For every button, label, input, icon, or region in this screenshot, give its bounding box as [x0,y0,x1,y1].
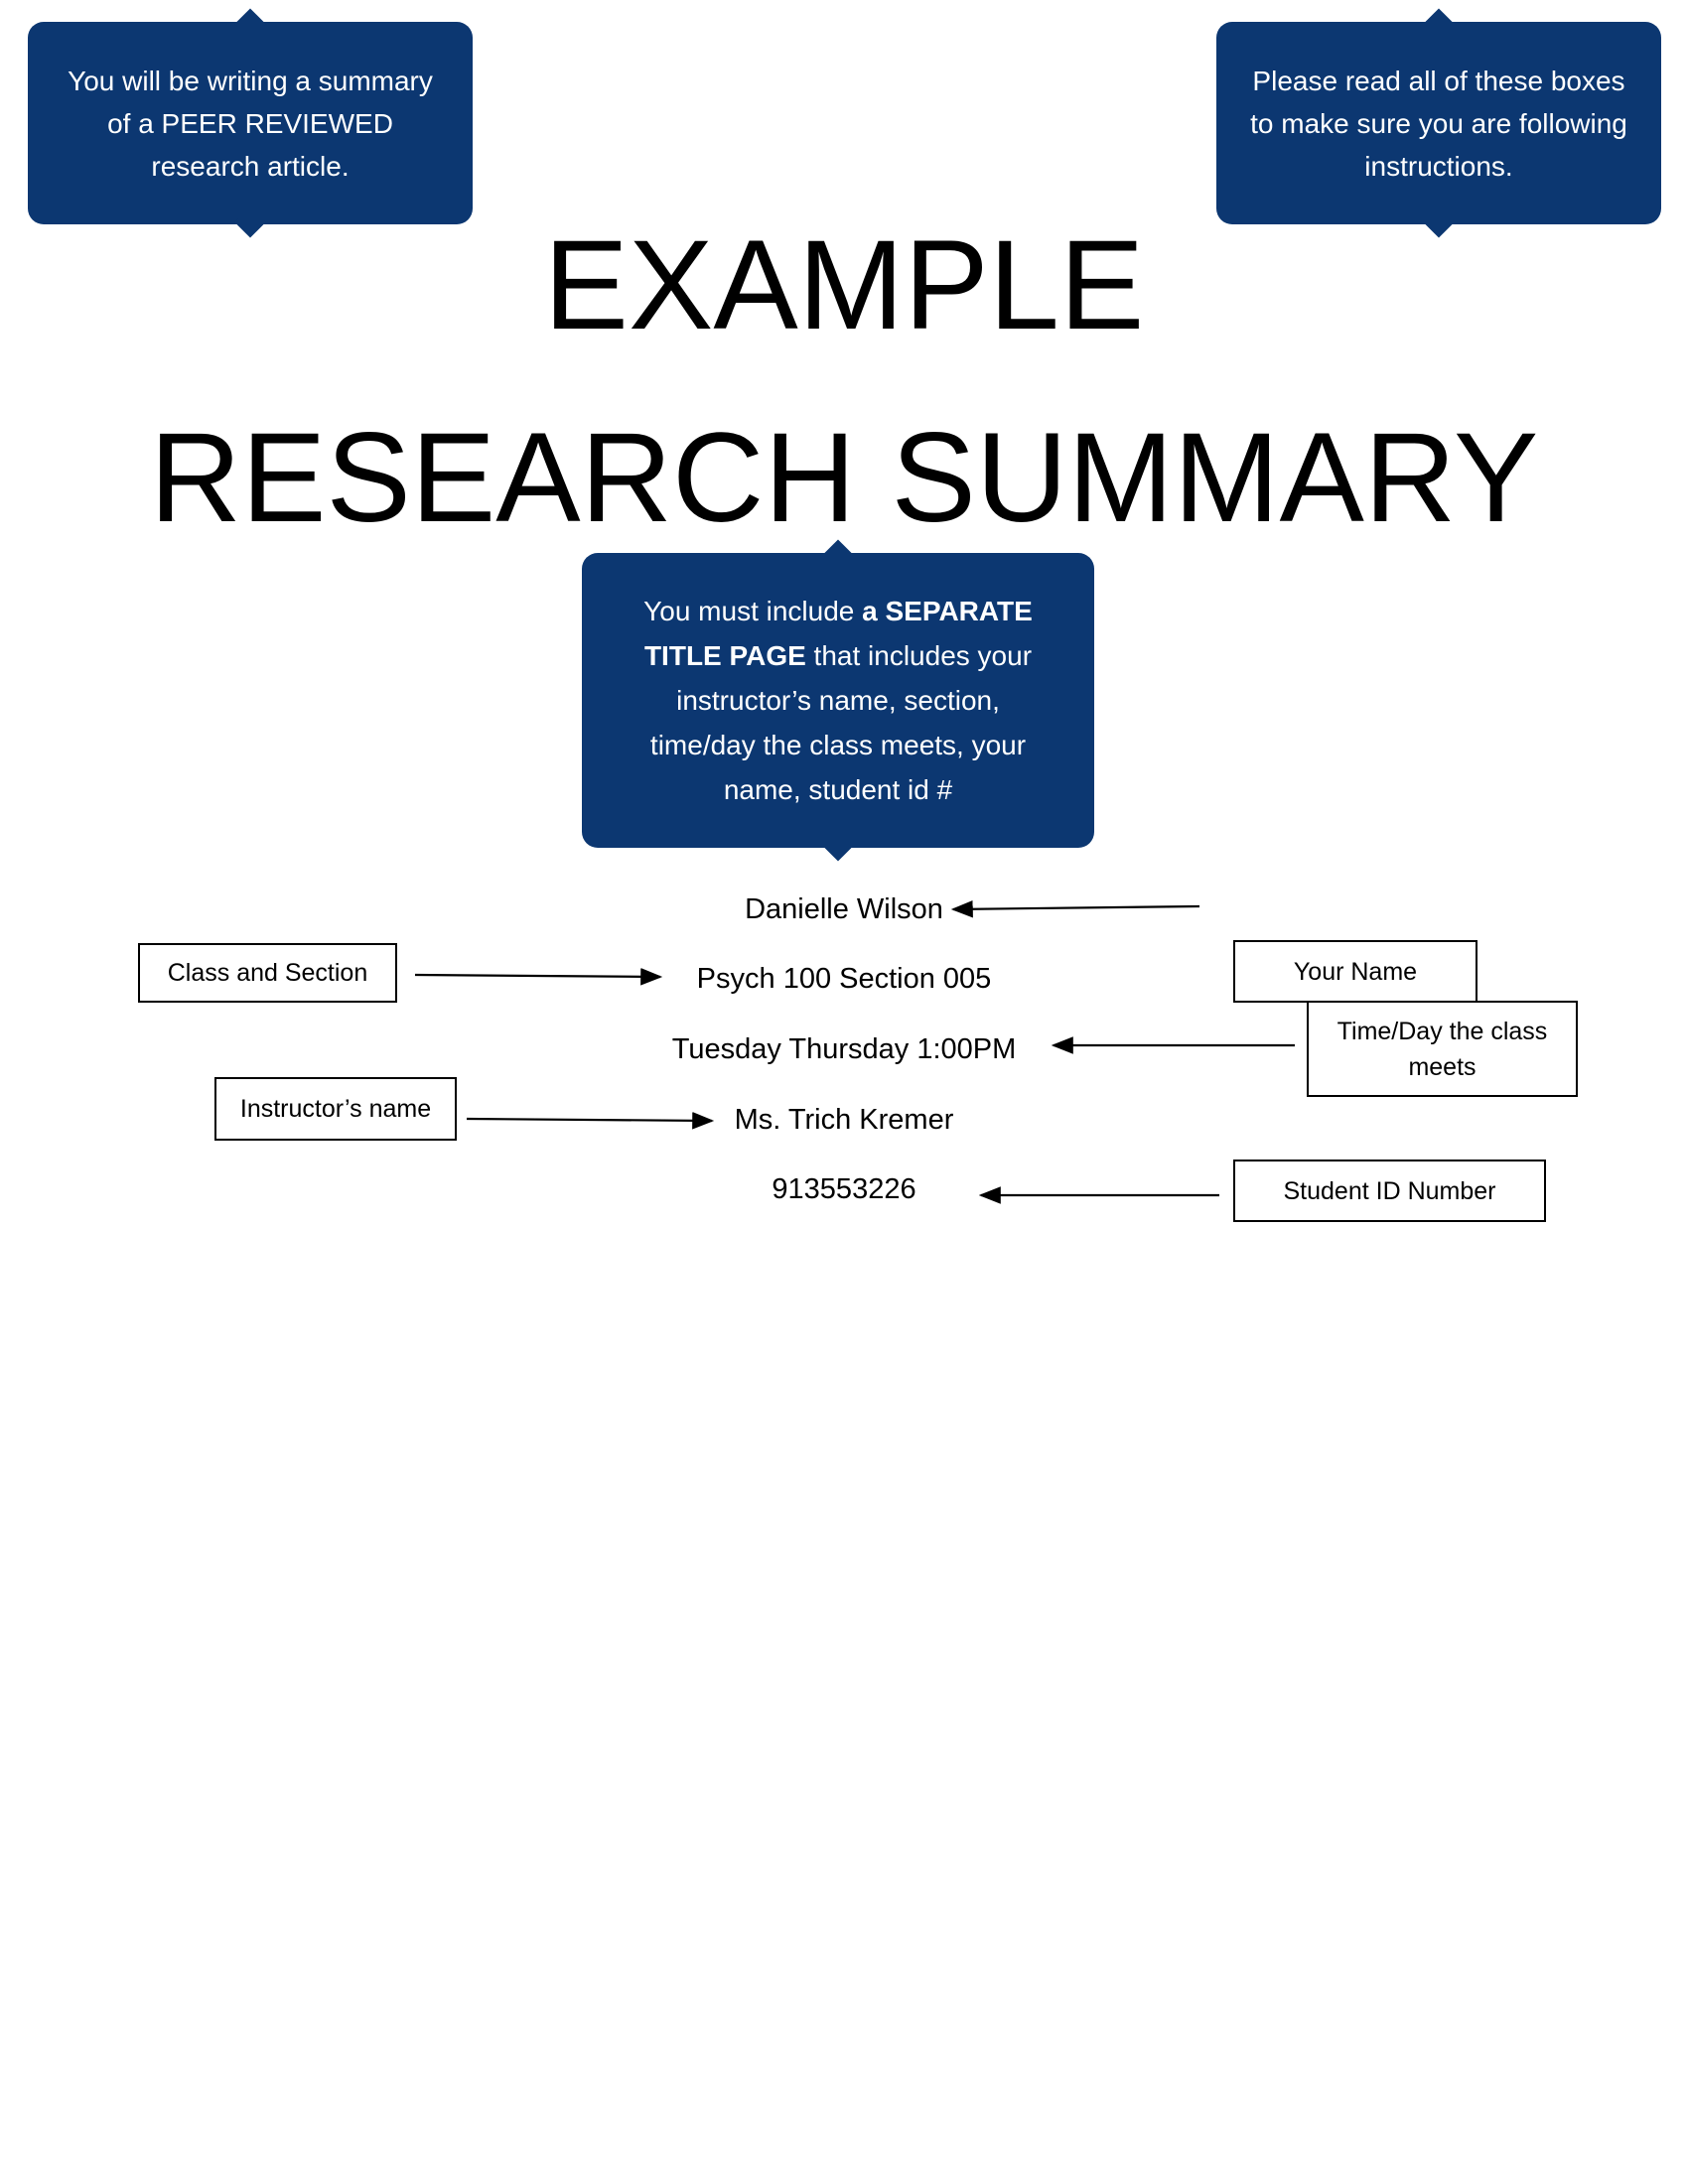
callout-text-part1: You must include [643,596,863,626]
page-title-line-2: RESEARCH SUMMARY [149,407,1539,549]
student-id: 913553226 [772,1173,916,1205]
label-your-name: Your Name [1233,940,1477,1003]
callout-summary-info: You will be writing a summary of a PEER … [28,8,473,238]
callout-text-bold: a SEPARATE TITLE PAGE [643,596,1033,671]
class-section: Psych 100 Section 005 [696,963,992,995]
callout-read-boxes: Please read all of these boxes to make s… [1216,8,1661,238]
callout-notch [822,830,854,862]
label-student-id: Student ID Number [1233,1160,1546,1222]
callout-read-boxes-text: Please read all of these boxes to make s… [1250,65,1627,182]
callout-notch [1423,8,1455,40]
callout-title-page-text: You must include a SEPARATE TITLE PAGE t… [622,589,1055,812]
callout-text-part2: that includes your instructor’s name, se… [649,640,1033,805]
class-time-day: Tuesday Thursday 1:00PM [671,1033,1017,1065]
callout-notch [234,8,266,40]
page-title-line-1: EXAMPLE [543,214,1145,356]
label-instructor-name: Instructor’s name [214,1077,457,1141]
callout-summary-text: You will be writing a summary of a PEER … [68,65,433,182]
callout-title-page: You must include a SEPARATE TITLE PAGE t… [582,539,1094,862]
label-class-section: Class and Section [138,943,397,1003]
instructor-name: Ms. Trich Kremer [734,1104,954,1136]
label-time-day: Time/Day the class meets [1307,1001,1578,1097]
student-name: Danielle Wilson [745,893,943,925]
